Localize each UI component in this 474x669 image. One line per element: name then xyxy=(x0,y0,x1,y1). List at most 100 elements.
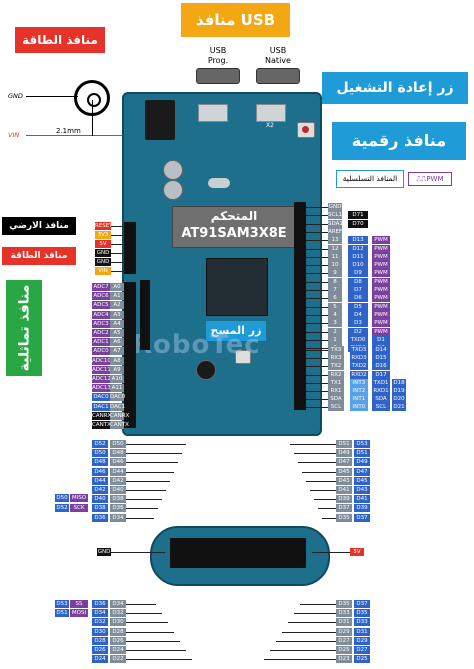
serial-pin-txt-tag: RXD2 xyxy=(350,370,368,379)
digital-pin-tag: 6 xyxy=(328,294,342,303)
controller-label: المتحكم xyxy=(210,209,258,223)
digital-pin-pwm-tag: PWM xyxy=(372,327,390,336)
digital-pin-wire xyxy=(306,215,328,217)
bottom-right-wire xyxy=(306,480,336,482)
digital-pin-d-tag: D11 xyxy=(348,252,368,261)
bottom-left-pin-tag: D42 xyxy=(110,476,126,485)
power-pin-wire xyxy=(111,235,125,236)
analog-ports-title-text: منافذ تماثلية xyxy=(16,284,32,372)
watermark: RoboTec xyxy=(132,330,261,360)
serial-pin-tag: TX3 xyxy=(328,346,344,354)
bottom-left-pin-tag: D34 xyxy=(110,513,126,522)
bottom-right-d-tag: D41 xyxy=(354,495,370,504)
serial-pin-tag: SDA xyxy=(328,395,344,404)
analog-pin-tag: A6 xyxy=(110,338,124,347)
digital-pin-tag: 10 xyxy=(328,261,342,270)
analog-pin-tag: A11 xyxy=(110,384,124,393)
spi-top-d-tag: D50 xyxy=(55,494,69,502)
digital-pin-d-tag: D70 xyxy=(348,219,368,228)
board-usb-prog xyxy=(198,104,228,122)
bottom-right-wire-lower xyxy=(282,631,336,633)
bottom-left-pin-tag: D36 xyxy=(110,504,126,513)
digital-pin-d-tag: D8 xyxy=(348,277,368,286)
bottom-left-pin-tag: D46 xyxy=(110,458,126,467)
digital-pin-wire xyxy=(306,231,328,233)
bottom-left-d-tag-lower: D36 xyxy=(92,600,108,608)
analog-pin-tag: A4 xyxy=(110,319,124,328)
serial-pin-wire xyxy=(306,374,328,376)
analog-pin-label-tag: DAC1 xyxy=(92,402,110,411)
bottom-right-wire xyxy=(290,444,336,445)
bottom-left-d-tag: D36 xyxy=(92,513,108,522)
serial-pin-txt-tag: INT0 xyxy=(350,403,368,412)
digital-pin-d-tag: D4 xyxy=(348,310,368,319)
analog-pin-tag: A9 xyxy=(110,365,124,374)
analog-pin-tag: CANTX xyxy=(110,421,129,429)
serial-pin-txt-tag: INT1 xyxy=(350,395,368,404)
bottom-right-wire xyxy=(310,490,336,491)
digital-pin-d-tag: D7 xyxy=(348,286,368,294)
analog-pin-label-tag: ADC5 xyxy=(92,301,110,310)
spi-bottom-d-tag: D51 xyxy=(55,609,69,618)
analog-pin-tag: A7 xyxy=(110,347,124,356)
pwm-legend-label: PWM xyxy=(426,175,444,183)
power-pin-tag: 3V3 xyxy=(95,231,111,239)
serial-pin-d-tag: SCL xyxy=(372,403,390,412)
serial-pin-wire xyxy=(306,399,328,401)
jack-vin-line xyxy=(26,135,138,136)
board-reset-button[interactable] xyxy=(297,122,315,138)
bottom-left-d-tag: D48 xyxy=(92,458,108,467)
serial-pin-wire xyxy=(306,407,328,409)
jack-gnd-line xyxy=(26,96,78,97)
analog-pin-label-tag: ADC11 xyxy=(92,365,111,374)
bottom-right-pin-tag: D45 xyxy=(336,467,352,476)
bottom-right-d-tag-lower: D35 xyxy=(354,609,370,618)
bottom-left-pin-tag-lower: D22 xyxy=(110,655,126,664)
bottom-left-wire xyxy=(126,508,158,510)
digital-pin-tag: 8 xyxy=(328,277,342,286)
digital-pin-pwm-tag: PWM xyxy=(372,319,390,328)
power-pin-tag: GND xyxy=(95,258,111,266)
serial-pin-tag: RX1 xyxy=(328,387,344,395)
analog-pin-tag: A1 xyxy=(110,292,124,301)
digital-pin-d-tag: D12 xyxy=(348,244,368,253)
bottom-left-pin-tag-lower: D26 xyxy=(110,636,126,645)
reset-button-title: زر إعادة التشغيل xyxy=(322,72,468,104)
usb-prog-line1: USB xyxy=(209,46,227,55)
bottom-left-d-tag: D42 xyxy=(92,486,108,494)
digital-pin-wire xyxy=(306,223,328,225)
analog-pin-label-tag: DAC0 xyxy=(92,393,110,402)
bottom-right-d-tag-lower: D27 xyxy=(354,646,370,654)
power-pin-wire xyxy=(111,253,125,254)
bottom-left-wire-lower xyxy=(126,640,180,642)
pwm-wave-icon: ⎍⎍ xyxy=(416,175,427,183)
serial-pin-txt-tag: TXD2 xyxy=(350,362,368,371)
bottom-right-d-tag: D39 xyxy=(354,504,370,513)
board-erase-button[interactable] xyxy=(235,350,251,364)
bottom-right-d-tag: D51 xyxy=(354,449,370,458)
header-gnd-wire xyxy=(111,552,165,553)
bottom-left-wire xyxy=(126,517,154,519)
bottom-left-wire xyxy=(126,462,178,464)
bottom-right-pin-tag: D49 xyxy=(336,449,352,458)
digital-pin-d-tag: D3 xyxy=(348,319,368,328)
capacitor-3 xyxy=(196,360,216,380)
bottom-left-d-tag: D44 xyxy=(92,476,108,485)
digital-pin-tag: GND xyxy=(328,203,342,211)
bottom-right-wire-lower xyxy=(276,640,336,642)
bottom-right-pin-tag: D51 xyxy=(336,440,352,448)
bottom-left-wire-lower xyxy=(126,631,174,633)
digital-pin-d-tag: D9 xyxy=(348,269,368,278)
spi-bottom-label-tag: MOSI xyxy=(70,609,88,618)
digital-pin-wire xyxy=(306,306,328,308)
bottom-right-d-tag: D45 xyxy=(354,476,370,485)
analog-pin-label-tag: ADC3 xyxy=(92,319,110,328)
bottom-left-wire xyxy=(126,480,170,482)
analog-pin-tag: A3 xyxy=(110,310,124,319)
digital-pin-tag: 5 xyxy=(328,302,342,311)
serial-pin-wire xyxy=(306,391,328,392)
power-header xyxy=(124,222,136,274)
digital-pin-wire xyxy=(306,339,328,341)
serial-pin-e-tag: D19 xyxy=(392,387,406,395)
bottom-right-wire xyxy=(318,508,336,510)
